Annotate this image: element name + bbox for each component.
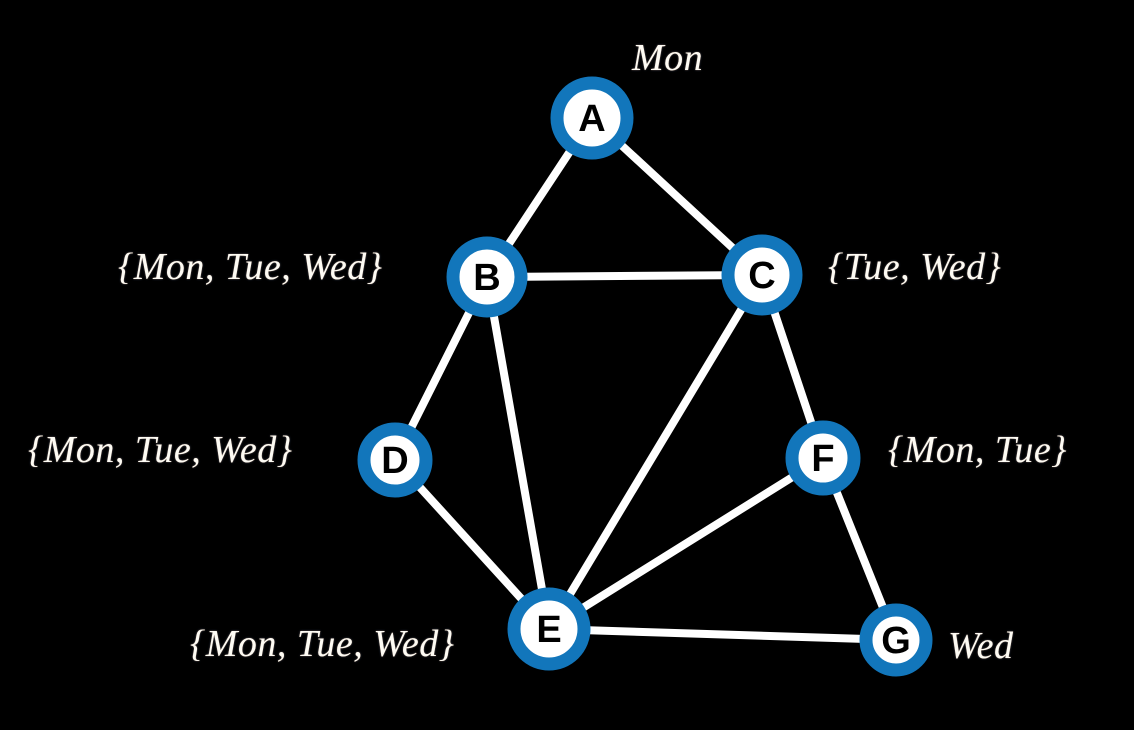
node-circle-e[interactable] [507,587,591,671]
domain-label-a: Mon [632,37,704,79]
node-label-g: G [881,620,911,662]
domain-label-e: {Mon, Tue, Wed} [190,623,455,665]
edge-layer [391,114,900,644]
node-c[interactable]: C [721,234,803,316]
domain-label-d: {Mon, Tue, Wed} [28,429,293,471]
node-circle-a[interactable] [550,76,634,160]
node-circle-b[interactable] [446,236,528,318]
domain-label-f: {Mon, Tue} [888,429,1067,471]
edge-e-g [545,625,900,644]
node-label-e: E [536,609,561,651]
domain-label-g: Wed [948,625,1014,667]
domain-label-c: {Tue, Wed} [828,246,1002,288]
node-circle-g[interactable] [859,603,933,677]
node-label-f: F [811,438,834,480]
domain-label-b: {Mon, Tue, Wed} [118,246,383,288]
node-label-a: A [578,98,605,140]
node-label-b: B [473,257,500,299]
edge-b-e [483,273,553,633]
node-label-d: D [381,440,408,482]
edge-e-f [545,454,827,633]
node-d[interactable]: D [357,422,433,498]
edge-c-e [545,271,766,633]
node-f[interactable]: F [785,420,861,496]
node-circle-f[interactable] [785,420,861,496]
node-g[interactable]: G [859,603,933,677]
node-a[interactable]: A [550,76,634,160]
node-label-c: C [748,255,775,297]
node-circle-d[interactable] [357,422,433,498]
node-circle-c[interactable] [721,234,803,316]
node-e[interactable]: E [507,587,591,671]
node-b[interactable]: B [446,236,528,318]
node-layer: A B C D E F G [357,76,933,677]
edge-b-c [483,271,766,281]
